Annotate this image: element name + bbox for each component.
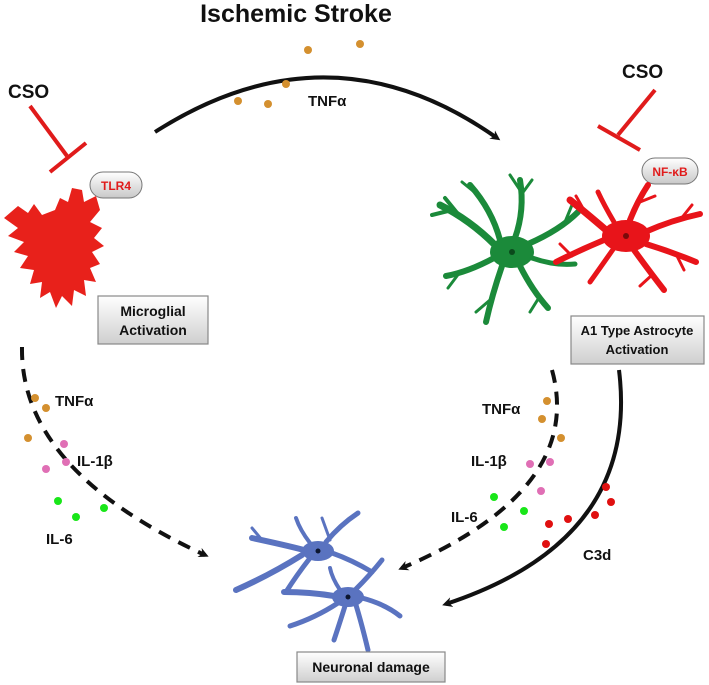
tnf-dot xyxy=(304,46,312,54)
tnf-dot xyxy=(234,97,242,105)
left-tnf-label: TNFα xyxy=(55,393,94,410)
cso-left-label: CSO xyxy=(8,82,49,103)
il6-dot xyxy=(72,513,80,521)
left-dashed-arrow xyxy=(19,346,209,558)
il6-dot xyxy=(54,497,62,505)
right-il1b-label: IL-1β xyxy=(471,453,507,470)
tnf-dot xyxy=(557,434,565,442)
il6-dot xyxy=(490,493,498,501)
c3d-dot xyxy=(602,483,610,491)
il6-dot xyxy=(500,523,508,531)
tnf-dot xyxy=(282,80,290,88)
c3d-dot xyxy=(542,540,550,548)
neuron-box-label: Neuronal damage xyxy=(312,659,430,675)
diagram-title: Ischemic Stroke xyxy=(200,0,392,28)
neuron-cells-icon xyxy=(233,510,403,653)
astrocyte-red-icon xyxy=(553,182,703,293)
c3d-solid-arrow xyxy=(442,369,624,607)
c3d-label: C3d xyxy=(583,547,611,564)
tnf-dot xyxy=(543,397,551,405)
il1b-dot xyxy=(42,465,50,473)
tnf-dot xyxy=(264,100,272,108)
tlr4-receptor-badge: TLR4 xyxy=(89,171,143,199)
tnf-dot xyxy=(538,415,546,423)
right-tnf-label: TNFα xyxy=(482,401,521,418)
microglia-box-line2: Activation xyxy=(119,322,187,338)
tnf-dot xyxy=(356,40,364,48)
right-il6-label: IL-6 xyxy=(451,509,478,526)
left-path-dots xyxy=(24,394,108,521)
right-dashed-arrow xyxy=(398,369,559,571)
cso-right-label: CSO xyxy=(622,62,663,83)
tnf-dot xyxy=(42,404,50,412)
top-arc-arrow xyxy=(153,75,501,141)
c3d-dot xyxy=(607,498,615,506)
inhibitor-left-icon xyxy=(28,104,88,174)
tnf-dot xyxy=(24,434,32,442)
astrocyte-green-icon xyxy=(430,173,581,325)
c3d-dot xyxy=(564,515,572,523)
astrocyte-activation-box: A1 Type Astrocyte Activation xyxy=(570,315,705,365)
nfkb-receptor-badge: NF-κB xyxy=(641,157,699,185)
il1b-dot xyxy=(546,458,554,466)
neuronal-damage-box: Neuronal damage xyxy=(296,651,446,683)
microglia-cell-icon xyxy=(4,188,104,308)
il1b-dot xyxy=(60,440,68,448)
astrocyte-box-line2: Activation xyxy=(606,342,669,357)
left-il1b-label: IL-1β xyxy=(77,453,113,470)
il6-dot xyxy=(520,507,528,515)
il6-dot xyxy=(100,504,108,512)
top-tnf-label: TNFα xyxy=(308,93,347,110)
tnf-dot xyxy=(31,394,39,402)
top-tnf-dots xyxy=(234,40,364,108)
il1b-dot xyxy=(526,460,534,468)
c3d-dots xyxy=(542,483,615,548)
microglia-box-line1: Microglial xyxy=(120,303,185,319)
left-il6-label: IL-6 xyxy=(46,531,73,548)
astrocyte-box-line1: A1 Type Astrocyte xyxy=(581,323,694,338)
right-path-dots xyxy=(490,397,565,531)
c3d-dot xyxy=(545,520,553,528)
inhibitor-right-icon xyxy=(597,88,657,152)
tlr4-label: TLR4 xyxy=(101,179,131,193)
microglial-activation-box: Microglial Activation xyxy=(97,295,209,345)
c3d-dot xyxy=(591,511,599,519)
il1b-dot xyxy=(537,487,545,495)
il1b-dot xyxy=(62,458,70,466)
nfkb-label: NF-κB xyxy=(652,165,688,179)
